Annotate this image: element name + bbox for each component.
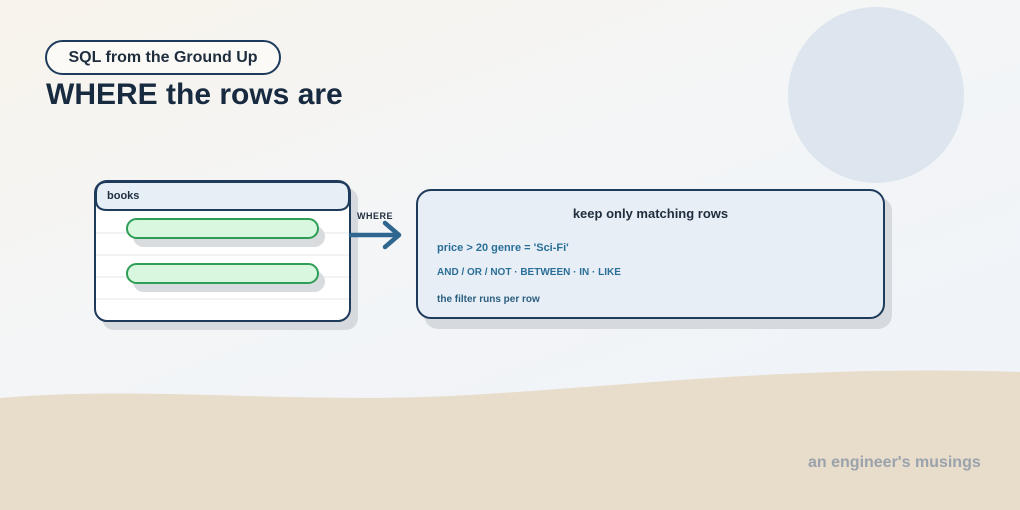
condition-example: price > 20 genre = 'Sci-Fi' — [437, 242, 569, 254]
table-header-bar — [95, 181, 350, 211]
series-label: SQL from the Ground Up — [68, 48, 258, 66]
matching-row — [126, 218, 319, 239]
footer-brand: an engineer's musings — [808, 454, 981, 471]
sand-wave — [0, 370, 1020, 510]
where-arrow-head — [382, 220, 402, 250]
decorative-circle — [788, 7, 964, 183]
result-box — [416, 189, 885, 319]
series-badge: SQL from the Ground Up — [45, 40, 281, 75]
operators-list: AND / OR / NOT · BETWEEN · IN · LIKE — [437, 267, 621, 278]
filter-note: the filter runs per row — [437, 294, 540, 305]
arrow-label: WHERE — [357, 211, 393, 221]
matching-row — [126, 263, 319, 284]
page-title: WHERE the rows are — [46, 78, 343, 111]
table-name: books — [107, 190, 140, 202]
result-title: keep only matching rows — [572, 206, 729, 221]
